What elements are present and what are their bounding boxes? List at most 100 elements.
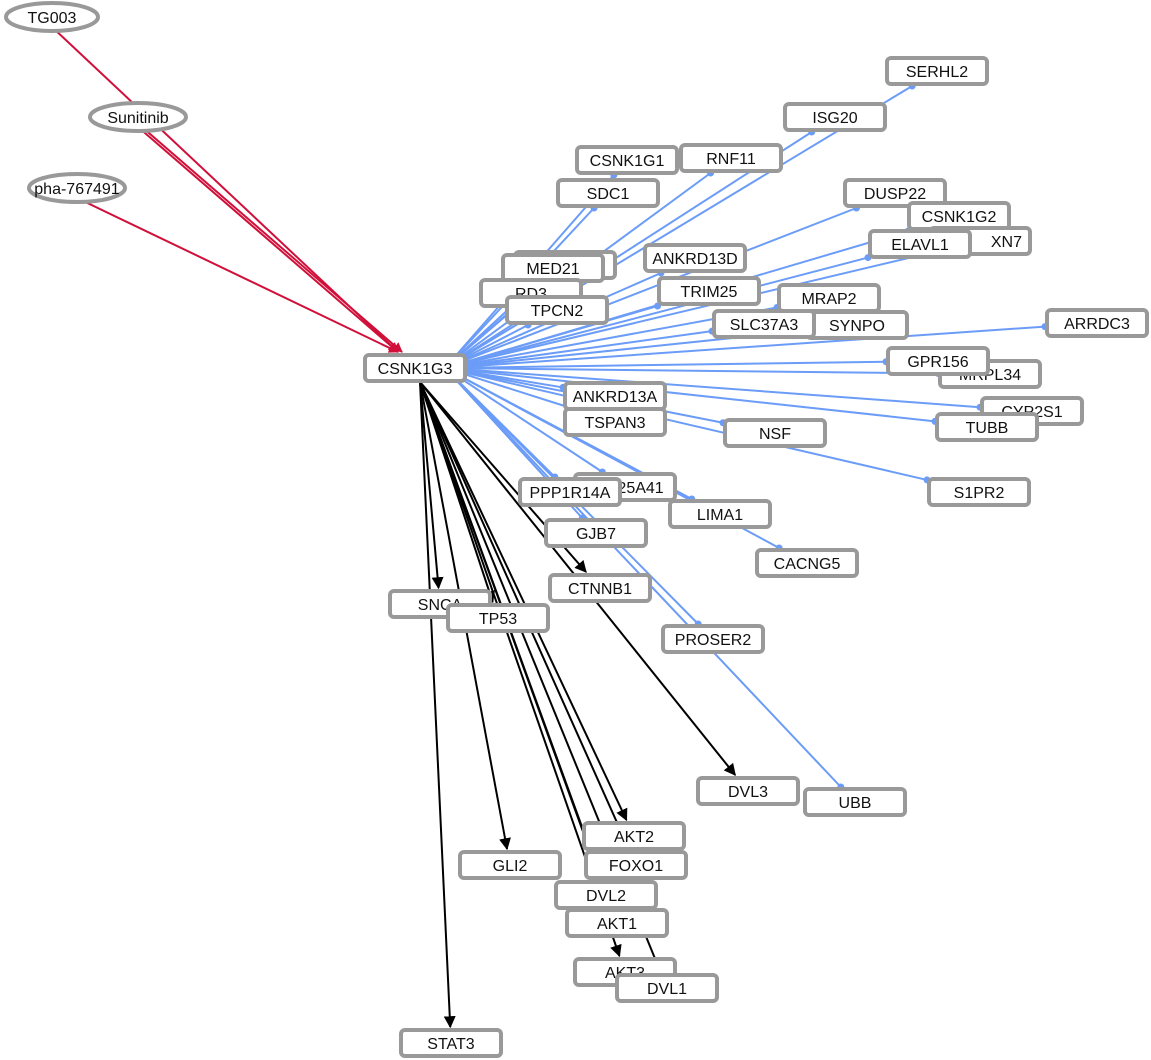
node-dvl1[interactable]: DVL1 [615,973,719,1003]
node-label: TSPAN3 [584,415,645,432]
node-gjb7[interactable]: GJB7 [544,518,648,548]
node-pha-767491[interactable]: pha-767491 [27,172,127,204]
node-med21[interactable]: MED21 [501,253,605,283]
node-dvl3[interactable]: DVL3 [696,776,800,806]
node-mrap2[interactable]: MRAP2 [777,283,881,313]
interaction-edge [444,330,713,369]
node-ankrd13a[interactable]: ANKRD13A [563,381,667,411]
node-tg003[interactable]: TG003 [4,1,100,33]
gene-node-shape [661,624,765,654]
node-cacng5[interactable]: CACNG5 [755,548,859,578]
node-label: GJB7 [576,526,616,543]
node-ctnnb1[interactable]: CTNNB1 [548,573,652,603]
node-tspan3[interactable]: TSPAN3 [563,407,667,437]
gene-node-shape [696,776,800,806]
interaction-edge [444,367,939,375]
node-label: ANKRD13D [652,251,737,268]
gene-node-shape [723,418,827,448]
node-tpcn2[interactable]: TPCN2 [505,295,609,325]
node-tp53[interactable]: TP53 [446,603,550,633]
gene-node-shape [548,573,652,603]
node-csnk1g1[interactable]: CSNK1G1 [575,145,679,175]
node-ppp1r14a[interactable]: PPP1R14A [518,477,622,507]
gene-node-shape [615,973,719,1003]
node-label: PPP1R14A [530,485,611,502]
node-label: FOXO1 [609,858,663,875]
interaction-edge [444,367,928,481]
node-sdc1[interactable]: SDC1 [556,178,660,208]
node-label: TP53 [479,611,517,628]
node-label: MRAP2 [801,291,856,308]
node-label: UBB [839,795,872,812]
node-label: ARRDC3 [1064,316,1130,333]
node-rnf11[interactable]: RNF11 [679,143,783,173]
node-label: TPCN2 [531,303,584,320]
node-sunitinib[interactable]: Sunitinib [88,101,188,133]
interaction-edge [444,252,929,369]
node-tubb[interactable]: TUBB [935,412,1039,442]
node-label: CTNNB1 [568,581,632,598]
node-foxo1[interactable]: FOXO1 [584,850,688,880]
gene-node-shape [668,499,772,529]
node-trim25[interactable]: TRIM25 [657,276,761,306]
node-label: CACNG5 [774,556,841,573]
node-label: PROSER2 [675,632,752,649]
node-label: STAT3 [427,1036,475,1053]
drug-edge [141,126,403,353]
node-lima1[interactable]: LIMA1 [668,499,772,529]
gene-node-shape [755,548,859,578]
node-gpr156[interactable]: GPR156 [886,346,990,376]
node-label: SDC1 [587,186,630,203]
node-csnk1g3[interactable]: CSNK1G3 [363,353,467,383]
node-akt2[interactable]: AKT2 [582,821,686,851]
node-synpo[interactable]: SYNPO [805,310,909,340]
node-ubb[interactable]: UBB [803,787,907,817]
node-label: DVL3 [728,784,768,801]
node-isg20[interactable]: ISG20 [783,102,887,132]
drug-edge [137,126,399,353]
interaction-edge [444,360,887,369]
gene-node-shape [518,477,622,507]
node-label: CSNK1G1 [590,153,665,170]
gene-node-shape [582,821,686,851]
node-nsf[interactable]: NSF [723,418,827,448]
interaction-edge [444,256,869,369]
gene-node-shape [927,477,1031,507]
node-dusp22[interactable]: DUSP22 [843,178,947,208]
node-elavl1[interactable]: ELAVL1 [868,229,972,259]
node-label: Sunitinib [107,110,168,127]
node-csnk1g2[interactable]: CSNK1G2 [907,201,1011,231]
gene-node-shape [643,243,747,273]
node-serhl2[interactable]: SERHL2 [885,56,989,86]
node-label: SYNPO [829,318,885,335]
node-slc37a3[interactable]: SLC37A3 [712,309,816,339]
node-label: AKT1 [597,916,637,933]
node-label: MED21 [526,261,579,278]
node-label: TG003 [28,10,77,27]
interaction-edge [444,367,603,473]
gene-node-shape [458,850,562,880]
node-label: XN7 [991,234,1022,251]
node-label: LIMA1 [697,507,743,524]
node-akt1[interactable]: AKT1 [565,908,669,938]
node-ankrd13d[interactable]: ANKRD13D [643,243,747,273]
regulation-edge [419,381,456,1029]
interaction-edge [444,305,658,369]
node-label: pha-767491 [34,181,120,198]
node-stat3[interactable]: STAT3 [399,1028,503,1058]
node-label: TRIM25 [681,284,738,301]
node-label: SLC37A3 [730,317,799,334]
interaction-edge [444,325,1046,369]
regulation-edge [419,381,628,822]
gene-node-shape [783,102,887,132]
node-label: GPR156 [907,354,968,371]
node-arrdc3[interactable]: ARRDC3 [1045,308,1149,338]
node-gli2[interactable]: GLI2 [458,850,562,880]
node-proser2[interactable]: PROSER2 [661,624,765,654]
gene-node-shape [446,603,550,633]
node-dvl2[interactable]: DVL2 [554,880,658,910]
node-s1pr2[interactable]: S1PR2 [927,477,1031,507]
gene-node-shape [563,407,667,437]
gene-node-shape [679,143,783,173]
